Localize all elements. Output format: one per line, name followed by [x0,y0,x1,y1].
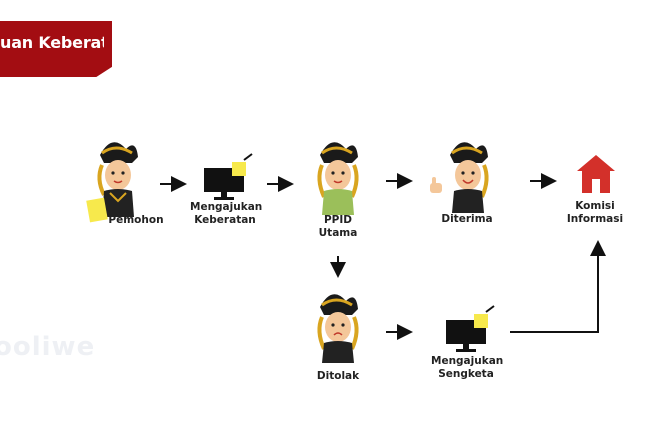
red-house-icon [577,155,615,193]
label-komisi-informasi: Komisi Informasi [566,200,624,225]
monitor-with-note-icon [446,305,495,352]
label-mengajukan-keberatan: Mengajukan Keberatan [190,201,263,226]
wayang-character-icon [317,142,359,215]
label-ditolak: Ditolak [316,370,360,382]
label-diterima: Diterima [441,213,493,225]
wayang-character-sad-icon [317,294,359,363]
monitor-with-note-icon [204,153,253,200]
watermark-text: ooliwe [0,332,96,362]
wayang-character-thumbs-up-icon [430,142,489,213]
title-banner [0,21,112,77]
label-ppid-utama: PPID Utama [318,214,358,239]
page-title: uan Keberatan [0,33,104,52]
label-pemohon: Pemohon [108,214,164,226]
arrow-sengketa-to-komisi [510,240,606,333]
wayang-character-with-document-icon [86,142,138,223]
label-mengajukan-sengketa: Mengajukan Sengketa [431,355,504,380]
